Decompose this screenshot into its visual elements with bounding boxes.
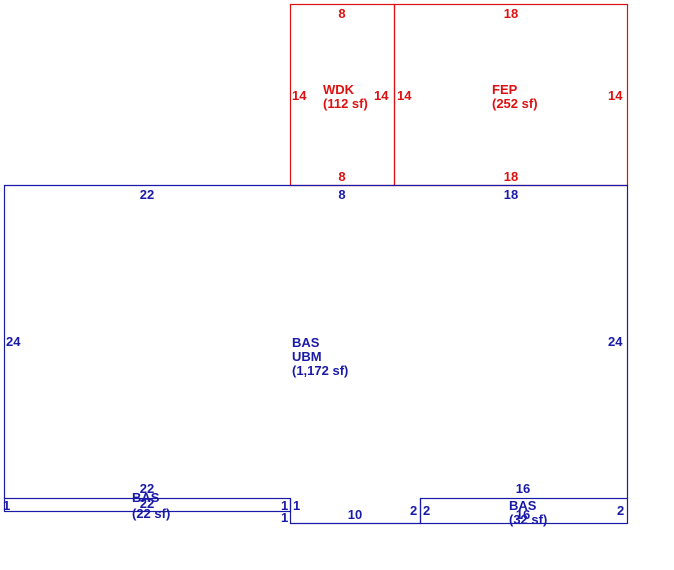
bas-right-dim-right: 2 (617, 503, 624, 518)
bas-right-code: BAS (509, 498, 537, 513)
bas-dim-right: 24 (608, 334, 623, 349)
bas-left-dim-top: 22 (140, 481, 154, 496)
bump-dim-right: 2 (410, 503, 417, 518)
wdk-area: (112 sf) (323, 96, 368, 111)
bas-right-strip (419, 497, 629, 525)
bas-code: BAS (292, 335, 320, 350)
fep-dim-top: 18 (504, 6, 518, 21)
bas-dim-top-c: 18 (504, 187, 518, 202)
bas-left-area: (22 sf) (132, 506, 170, 521)
bas-dim-top-b: 8 (338, 187, 345, 202)
wdk-dim-left: 14 (292, 88, 307, 103)
bas-right-dim-top: 16 (516, 481, 530, 496)
bas-left-dim-right-b: 1 (281, 510, 288, 525)
fep-dim-left: 14 (397, 88, 412, 103)
bas-right-area: (32 sf) (509, 512, 547, 527)
bas-left-dim-mid: 22 (140, 496, 154, 511)
wdk-code: WDK (323, 82, 355, 97)
bas-left-code: BAS (132, 490, 160, 505)
fep-area: (252 sf) (492, 96, 538, 111)
bump-dim-left: 1 (293, 498, 300, 513)
bas-sub: UBM (292, 349, 322, 364)
bas-area: (1,172 sf) (292, 363, 348, 378)
bump-dim-bottom: 10 (348, 507, 362, 522)
fep-dim-right: 14 (608, 88, 623, 103)
bas-right-dim-mid: 16 (516, 507, 530, 522)
bas-outline (3, 184, 629, 499)
bas-right-dim-left: 2 (423, 503, 430, 518)
bas-dim-left: 24 (6, 334, 21, 349)
bas-left-dim-left: 1 (3, 498, 10, 513)
wdk-dim-top: 8 (338, 6, 345, 21)
fep-code: FEP (492, 82, 518, 97)
bas-left-dim-right-a: 1 (281, 498, 288, 513)
bas-dim-top-a: 22 (140, 187, 154, 202)
wdk-dim-bottom: 8 (338, 169, 345, 184)
fep-dim-bottom: 18 (504, 169, 518, 184)
wdk-dim-right: 14 (374, 88, 389, 103)
